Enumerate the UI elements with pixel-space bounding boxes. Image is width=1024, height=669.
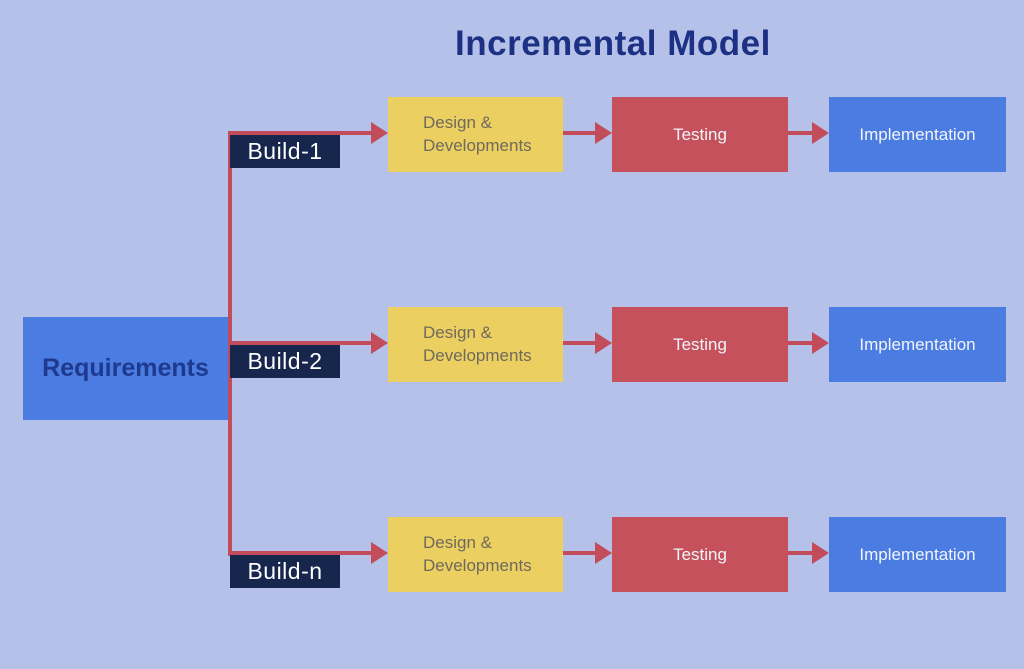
build-1-label: Build-1 [230, 135, 340, 168]
requirements-box: Requirements [23, 317, 228, 420]
branch-line [228, 551, 372, 555]
design-developments-box: Design & Developments [388, 97, 563, 172]
branch-line [228, 131, 372, 135]
implementation-label: Implementation [859, 124, 976, 144]
design-label: Design & Developments [423, 532, 532, 577]
implementation-box: Implementation [829, 517, 1006, 592]
connector-line [788, 131, 813, 135]
testing-box: Testing [612, 307, 788, 382]
branch-line [228, 341, 372, 345]
build-2-row: Build-2 Design & Developments Testing Im… [0, 307, 1024, 383]
build-label-text: Build-2 [247, 348, 323, 374]
design-label: Design & Developments [423, 322, 532, 367]
design-label-line1: Design & [423, 533, 492, 553]
arrowhead-icon [595, 332, 612, 354]
connector-line [788, 551, 813, 555]
build-2-label: Build-2 [230, 345, 340, 378]
arrowhead-icon [595, 542, 612, 564]
connector-line [788, 341, 813, 345]
connector-line [563, 341, 596, 345]
diagram-title: Incremental Model [455, 24, 771, 63]
testing-box: Testing [612, 97, 788, 172]
arrowhead-icon [812, 542, 829, 564]
design-developments-box: Design & Developments [388, 517, 563, 592]
build-label-text: Build-1 [247, 138, 323, 164]
testing-box: Testing [612, 517, 788, 592]
implementation-label: Implementation [859, 544, 976, 564]
arrowhead-icon [812, 332, 829, 354]
design-label-line2: Developments [423, 555, 532, 575]
design-label-line2: Developments [423, 135, 532, 155]
requirements-label: Requirements [42, 354, 209, 382]
arrowhead-icon [812, 122, 829, 144]
design-label: Design & Developments [423, 112, 532, 157]
arrowhead-icon [371, 122, 388, 144]
design-label-line1: Design & [423, 323, 492, 343]
build-n-label: Build-n [230, 555, 340, 588]
arrowhead-icon [371, 542, 388, 564]
implementation-box: Implementation [829, 97, 1006, 172]
connector-line [563, 131, 596, 135]
design-label-line2: Developments [423, 345, 532, 365]
build-n-row: Build-n Design & Developments Testing Im… [0, 517, 1024, 593]
testing-label: Testing [673, 334, 727, 354]
arrowhead-icon [371, 332, 388, 354]
build-label-text: Build-n [247, 558, 323, 584]
implementation-box: Implementation [829, 307, 1006, 382]
testing-label: Testing [673, 544, 727, 564]
design-label-line1: Design & [423, 113, 492, 133]
testing-label: Testing [673, 124, 727, 144]
arrowhead-icon [595, 122, 612, 144]
connector-line [563, 551, 596, 555]
design-developments-box: Design & Developments [388, 307, 563, 382]
build-1-row: Build-1 Design & Developments Testing Im… [0, 97, 1024, 173]
implementation-label: Implementation [859, 334, 976, 354]
